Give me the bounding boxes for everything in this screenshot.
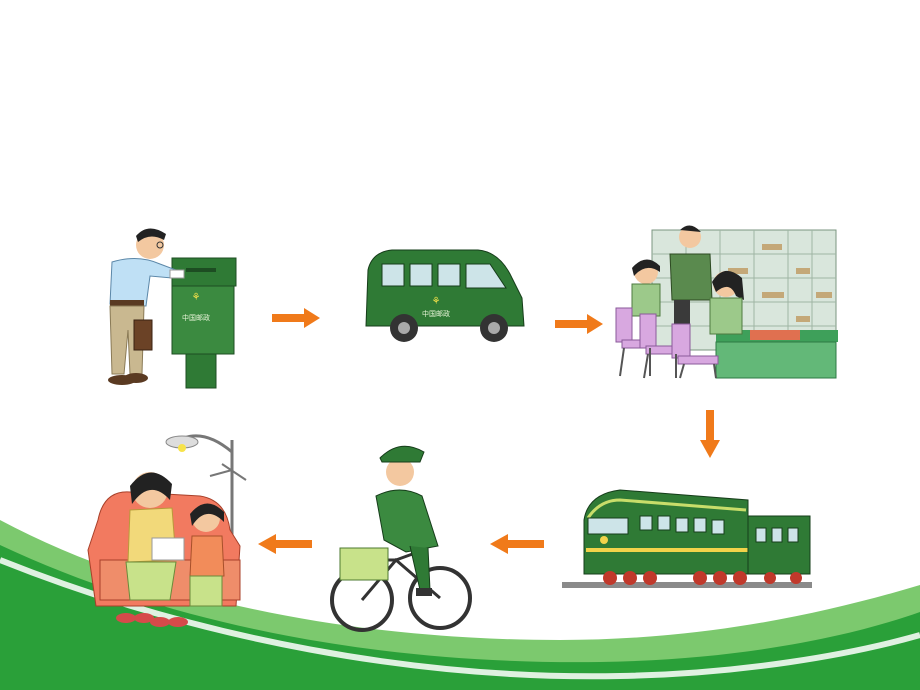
- sorting-office-illustration: [615, 225, 838, 379]
- svg-text:⚘: ⚘: [432, 296, 441, 307]
- green-swoosh-background: [0, 520, 920, 690]
- van-logo: 中国邮政: [422, 309, 450, 318]
- arrow-left-icon: [490, 534, 544, 554]
- arrow-down-icon: [700, 410, 720, 458]
- arrow-left-icon: [258, 534, 312, 554]
- svg-text:⚘: ⚘: [192, 292, 201, 303]
- man-mailbox-illustration: ⚘ 中国邮政: [108, 228, 237, 389]
- mailbox-logo: 中国邮政: [182, 313, 210, 322]
- postal-van-illustration: ⚘ 中国邮政: [365, 249, 525, 342]
- arrow-right-icon: [555, 314, 603, 334]
- arrow-right-icon: [272, 308, 320, 328]
- train-illustration: [562, 489, 812, 588]
- postman-bicycle-illustration: [330, 445, 472, 632]
- family-reading-illustration: [87, 434, 247, 627]
